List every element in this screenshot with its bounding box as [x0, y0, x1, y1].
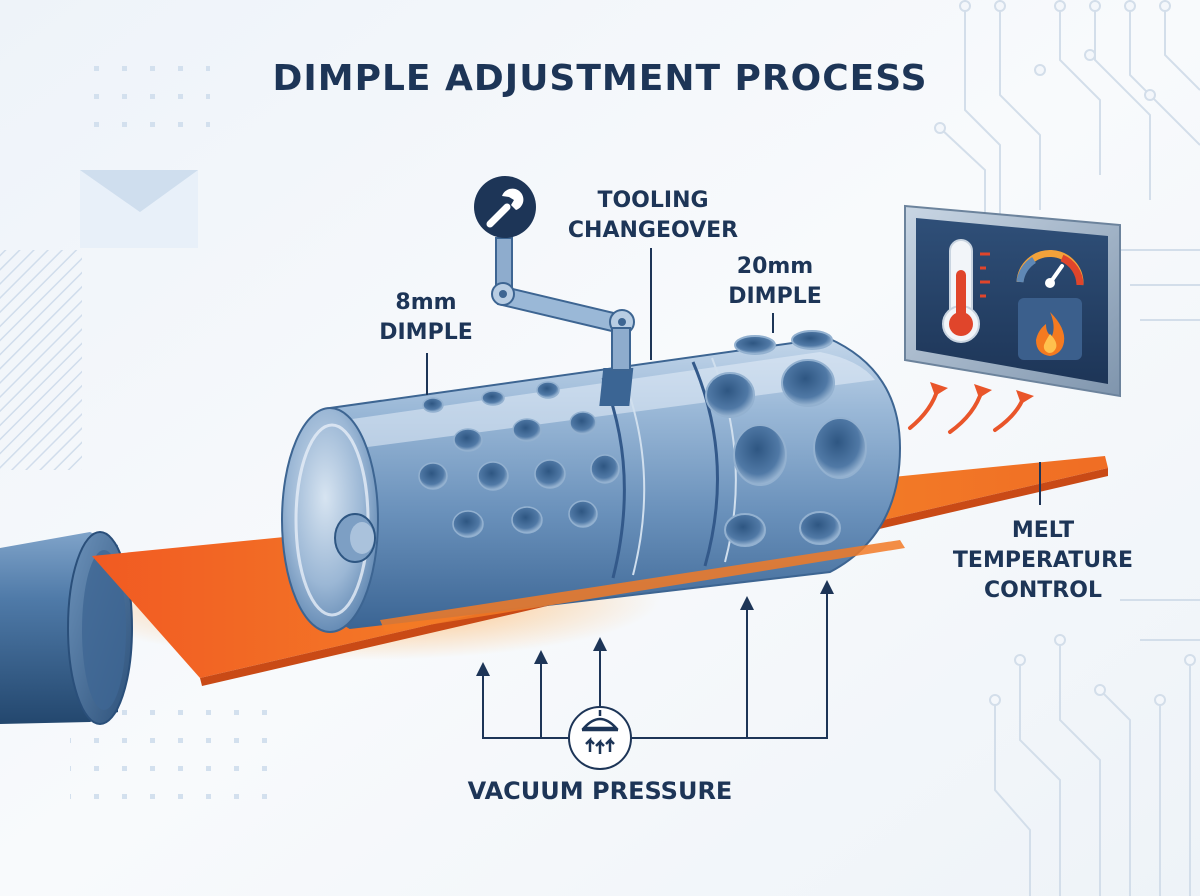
vacuum-icon — [568, 706, 632, 770]
tooling-arm — [491, 237, 635, 371]
label-line: DIMPLE — [728, 284, 822, 309]
label-line: TOOLING — [597, 188, 709, 213]
diagram-title: DIMPLE ADJUSTMENT PROCESS — [272, 58, 928, 99]
label-tooling-changeover: TOOLING CHANGEOVER — [548, 186, 758, 246]
gauge-icon — [1016, 249, 1084, 288]
label-melt-temperature-control: MELT TEMPERATURE CONTROL — [940, 516, 1146, 606]
extruder-pipe — [0, 531, 133, 725]
dimple-roller — [281, 330, 902, 633]
flame-icon — [1018, 298, 1082, 360]
heat-arrowheads — [930, 382, 1034, 404]
label-8mm-dimple: 8mm DIMPLE — [356, 288, 496, 348]
label-line: DIMPLE — [379, 320, 473, 345]
label-20mm-dimple: 20mm DIMPLE — [705, 252, 845, 312]
sheet-lip — [380, 540, 905, 632]
label-line: 20mm — [736, 254, 814, 279]
label-line: TEMPERATURE — [952, 548, 1134, 573]
label-line: CHANGEOVER — [567, 218, 739, 243]
label-vacuum-pressure: VACUUM PRESSURE — [467, 777, 733, 805]
vacuum-arrowheads — [476, 580, 834, 676]
thermometer-icon — [942, 239, 990, 343]
wrench-icon — [474, 176, 536, 238]
label-line: CONTROL — [984, 578, 1102, 603]
dimples-20mm — [705, 330, 867, 547]
dimples-8mm — [418, 381, 620, 538]
vacuum-lines — [482, 590, 828, 739]
label-line: MELT — [1011, 518, 1075, 543]
leader-lines — [426, 248, 1041, 505]
label-line: 8mm — [395, 290, 457, 315]
